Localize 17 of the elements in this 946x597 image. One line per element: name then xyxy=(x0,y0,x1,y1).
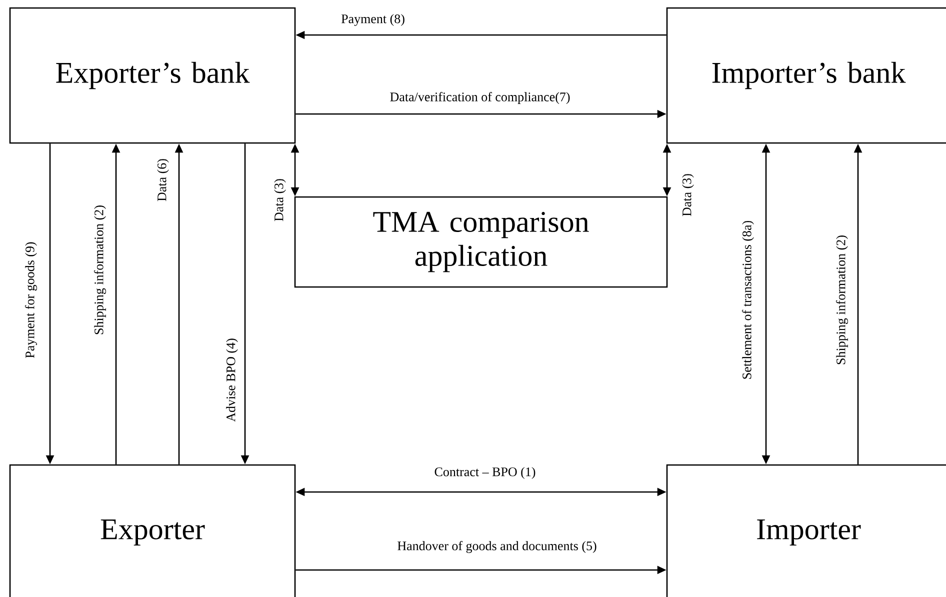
edge-label: Data (3) xyxy=(274,179,286,222)
process-box: Importer xyxy=(666,464,946,597)
process-box: Exporter’s bank xyxy=(9,7,296,144)
process-box: TMA comparison application xyxy=(294,196,668,288)
edge-label: Shipping information (2) xyxy=(94,206,106,334)
edge-label: Data (3) xyxy=(682,174,694,216)
edge-label: Handover of goods and documents (5) xyxy=(398,541,596,553)
edge-label: Payment for goods (9) xyxy=(25,242,37,358)
edge-label: Shipping information (2) xyxy=(836,236,848,364)
edge-label: Data (6) xyxy=(157,159,169,202)
edge-label: Data/verification of compliance(7) xyxy=(390,92,570,104)
edge-label: Contract – BPO (1) xyxy=(434,467,536,479)
process-box: Exporter xyxy=(9,464,296,597)
process-box: Importer’s bank xyxy=(666,7,946,144)
edge-label: Advise BPO (4) xyxy=(226,338,238,422)
edge-label: Settlement of transactions (8a) xyxy=(742,220,754,379)
edge-label: Payment (8) xyxy=(341,14,404,26)
